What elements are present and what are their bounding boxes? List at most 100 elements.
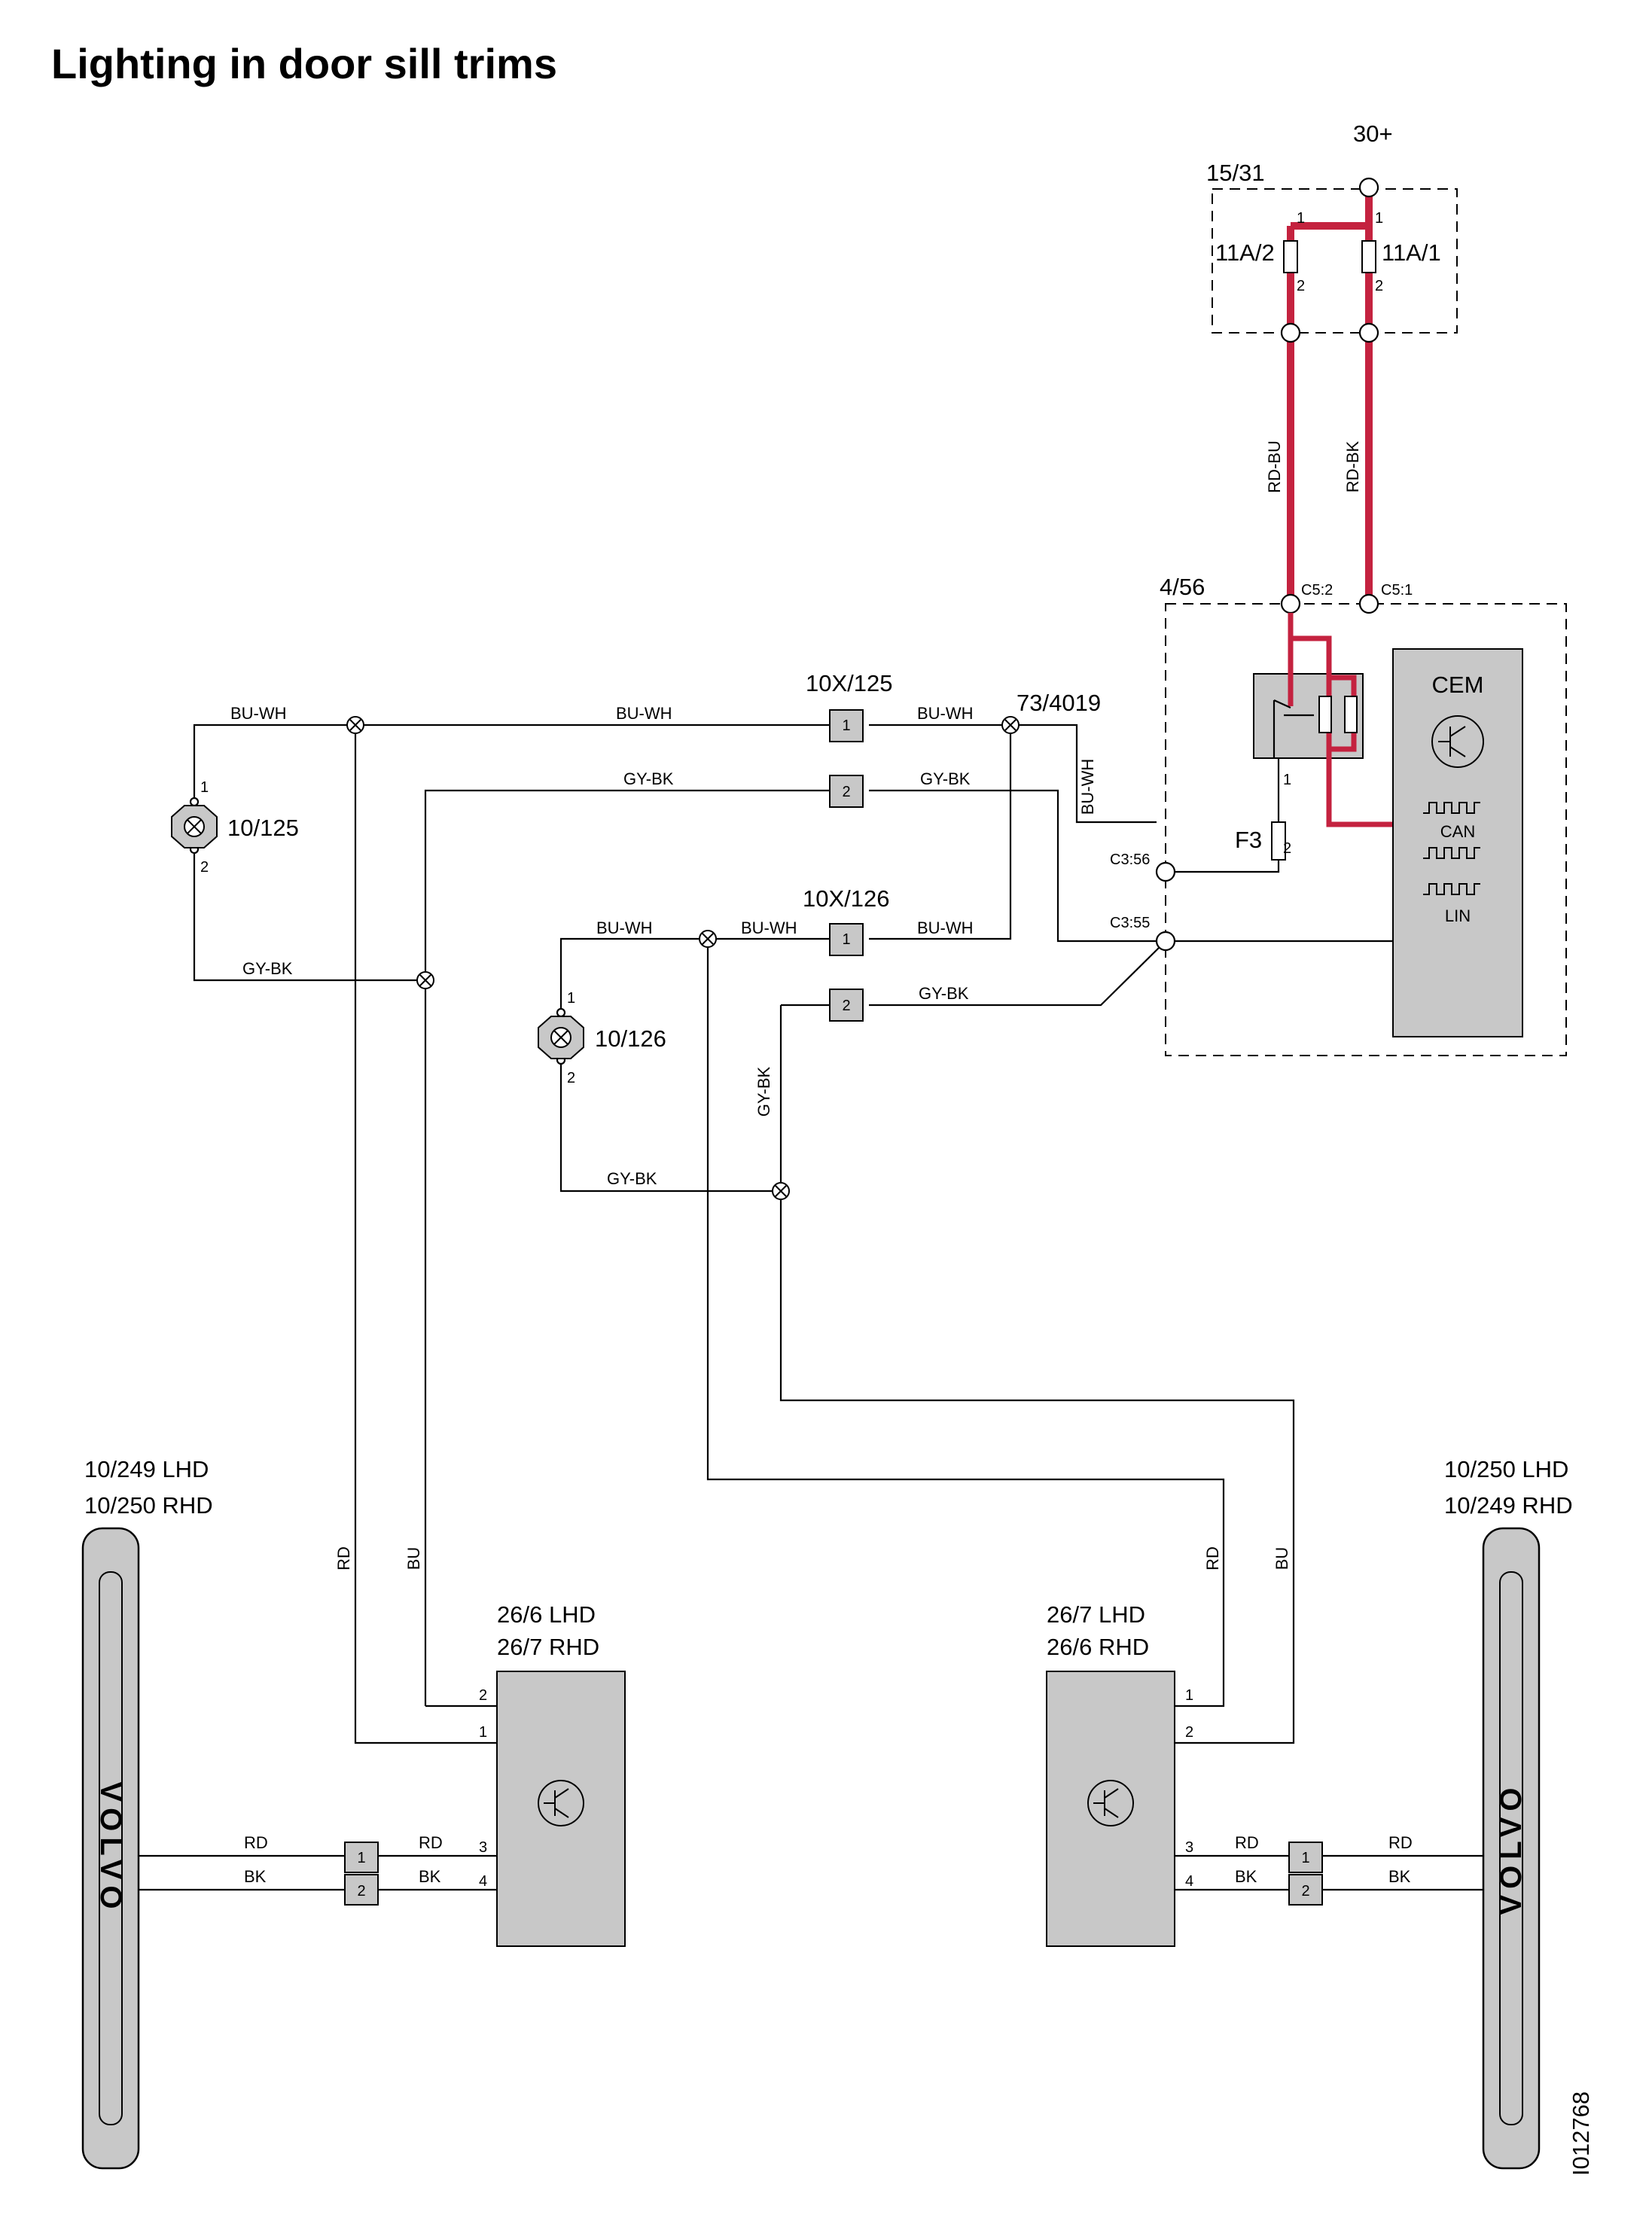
wire-gy-bk-2: GY-BK [920,769,971,788]
connector-126-label: 10X/126 [803,885,890,912]
right-wire-rd-2: RD [1388,1833,1413,1852]
f3-pin2: 2 [1283,840,1291,857]
cem-module: 4/56 C5:2 C5:1 F3 1 2 CEM CAN LIN [1110,574,1567,1056]
cem-module-label: 4/56 [1160,574,1205,600]
fusebox-15-31: 15/31 30+ 1 1 2 2 11A/2 11A/1 RD-BU RD-B… [1206,120,1458,604]
connector-125-pin1: 1 [842,717,850,734]
wire-gy-bk-1: GY-BK [623,769,674,788]
lamp-125-pin2: 2 [200,859,209,876]
right-conn-pin1: 1 [1301,1850,1309,1866]
right-trim-line2: 10/249 RHD [1444,1492,1573,1519]
right-module-line1: 26/7 LHD [1047,1601,1145,1628]
right-conn-pin2: 2 [1301,1883,1309,1900]
lamp-10-126: 1 2 10/126 [538,990,666,1086]
wire-rd-left: RD [334,1546,353,1570]
wire-rd-right: RD [1203,1546,1222,1570]
c5-1-label: C5:1 [1381,582,1413,599]
wire-bu-right: BU [1273,1547,1291,1570]
left-module-line2: 26/7 RHD [497,1634,599,1660]
left-wire-rd-1: RD [244,1833,268,1852]
lamp-125-label: 10/125 [227,815,299,841]
lamp-125-pin1: 1 [200,779,209,796]
fuse-left-pin1: 1 [1297,210,1305,227]
right-trim-line1: 10/250 LHD [1444,1456,1568,1482]
left-module-line1: 26/6 LHD [497,1601,596,1628]
wire-bu-wh-1: BU-WH [230,704,287,723]
connector-126-pin2: 2 [842,998,850,1014]
right-module-pin3: 3 [1185,1839,1193,1856]
c5-2-label: C5:2 [1301,582,1333,599]
signal-wires [193,724,1295,1744]
right-module-line2: 26/6 RHD [1047,1634,1149,1660]
left-volvo-logo: VOLVO [94,1781,127,1915]
left-trim-line2: 10/250 RHD [84,1492,213,1519]
fuse-right-pin1: 1 [1375,210,1383,227]
right-volvo-logo: VOLVO [1495,1781,1528,1915]
wire-gy-bk-6: GY-BK [607,1169,657,1188]
left-transistor-icon [538,1780,584,1826]
lin-signal-icon [1423,883,1480,895]
wire-bu-wh-4: BU-WH [1078,759,1097,815]
wire-bu-wh-5: BU-WH [596,919,653,937]
f3-label: F3 [1235,827,1262,853]
f3-pin1: 1 [1283,772,1291,788]
wire-bu-wh-2: BU-WH [616,704,672,723]
wire-gy-bk-5: GY-BK [754,1066,773,1117]
right-module-pin2: 2 [1185,1724,1193,1741]
wire-bu-left: BU [404,1547,423,1570]
left-wire-bk-1: BK [244,1867,267,1886]
left-conn-pin1: 1 [357,1850,365,1866]
connector-126-pin1: 1 [842,931,850,948]
can-signal-icon [1423,802,1480,859]
wire-rd-bu: RD-BU [1265,440,1284,493]
left-wire-bk-2: BK [419,1867,441,1886]
left-trim-line1: 10/249 LHD [84,1456,209,1482]
right-module-pin4: 4 [1185,1873,1193,1890]
right-wire-bk-1: BK [1235,1867,1257,1886]
left-module-pin2: 2 [479,1687,487,1704]
left-module-pin4: 4 [479,1873,487,1890]
lamp-10-125: 1 2 10/125 [171,779,299,876]
transistor-icon [1431,715,1484,768]
doc-id: I012768 [1568,2091,1594,2176]
lin-label: LIN [1445,906,1471,925]
wire-bu-wh-3: BU-WH [917,704,974,723]
fusebox-label: 15/31 [1206,160,1265,186]
can-label: CAN [1440,822,1475,841]
splice-nodes [346,716,1020,1200]
wire-rd-bk: RD-BK [1343,440,1362,492]
right-module-pin1: 1 [1185,1687,1193,1704]
left-module-pin3: 3 [479,1839,487,1856]
fuse-left-pin2: 2 [1297,278,1305,294]
wire-gy-bk-4: GY-BK [919,984,969,1003]
c3-55-label: C3:55 [1110,915,1150,931]
connector-125-pin2: 2 [842,784,850,800]
right-module: 26/7 LHD 26/6 RHD 1 2 3 4 1 2 RD BK RD B… [1046,1601,1483,1947]
left-conn-pin2: 2 [357,1883,365,1900]
wire-bu-wh-7: BU-WH [917,919,974,937]
page-title: Lighting in door sill trims [51,40,557,87]
wire-labels: BU-WH BU-WH BU-WH BU-WH GY-BK GY-BK GY-B… [230,704,1291,1570]
left-wire-rd-2: RD [419,1833,443,1852]
wire-bu-wh-6: BU-WH [741,919,797,937]
supply-label: 30+ [1353,120,1393,147]
connector-10x-125: 1 2 10X/125 [806,670,893,808]
fuse-right-label: 11A/1 [1382,239,1441,266]
fuse-left-label: 11A/2 [1215,239,1275,266]
wire-gy-bk-3: GY-BK [242,959,293,978]
lamp-126-pin2: 2 [567,1070,575,1086]
lamp-126-pin1: 1 [567,990,575,1007]
left-module: 26/6 LHD 26/7 RHD 2 1 3 4 1 2 RD BK RD B… [139,1601,626,1947]
connector-10x-126: 1 2 10X/126 [803,885,890,1022]
c3-56-label: C3:56 [1110,852,1150,868]
connector-125-label: 10X/125 [806,670,893,696]
fuse-right-pin2: 2 [1375,278,1383,294]
right-wire-rd-1: RD [1235,1833,1259,1852]
right-wire-bk-2: BK [1388,1867,1411,1886]
lamp-126-label: 10/126 [595,1025,666,1052]
left-trim: 10/249 LHD 10/250 RHD VOLVO [81,1456,213,2170]
right-trim: 10/250 LHD 10/249 RHD VOLVO [1444,1456,1573,2170]
left-module-pin1: 1 [479,1724,487,1741]
right-transistor-icon [1087,1780,1134,1826]
